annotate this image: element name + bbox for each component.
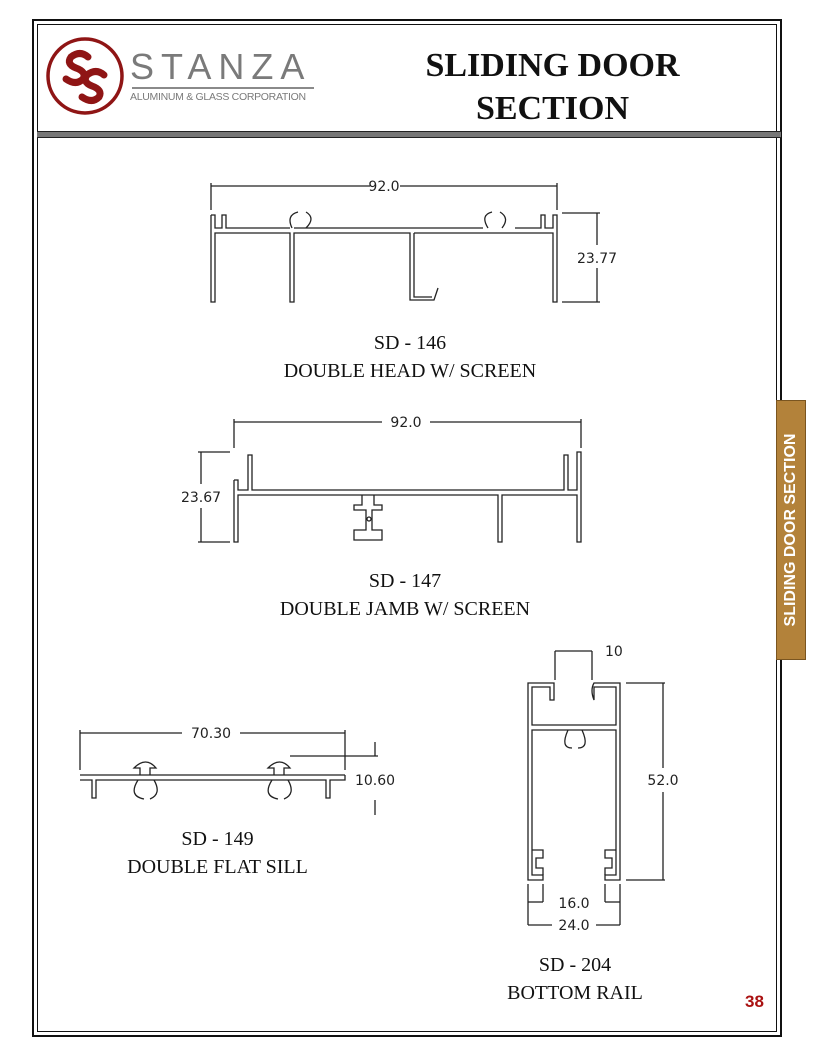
sd-149-name: DOUBLE FLAT SILL <box>127 856 308 878</box>
sd-149-height-dim: 10.60 <box>355 773 395 789</box>
page-title: SLIDING DOOR SECTION <box>380 44 725 130</box>
sd-204-slot-dim: 10 <box>605 644 623 660</box>
sd-149-width-dim: 70.30 <box>191 726 231 742</box>
sd-147-drawing: 92.0 23.67 <box>181 415 582 543</box>
logo-s-mark-1 <box>62 50 92 86</box>
sd-204-inner-dim: 16.0 <box>558 896 589 912</box>
section-side-tab[interactable]: SLIDING DOOR SECTION <box>776 400 806 660</box>
title-line-2: SECTION <box>475 90 630 127</box>
sd-149-caption: SD - 149 DOUBLE FLAT SILL <box>95 825 340 881</box>
sd-147-height-dim: 23.67 <box>181 490 221 506</box>
sd-204-width-dim: 24.0 <box>558 918 589 934</box>
sd-147-name: DOUBLE JAMB W/ SCREEN <box>279 598 531 620</box>
brand-subtitle: ALUMINUM & GLASS CORPORATION <box>130 91 306 103</box>
sd-146-height-dim: 23.77 <box>577 251 617 267</box>
brand-rule <box>132 87 314 89</box>
sd-204-name: BOTTOM RAIL <box>507 982 643 1004</box>
page-number: 38 <box>745 992 764 1011</box>
sd-149-drawing: 70.30 10.60 <box>79 726 395 815</box>
brand: STANZA ALUMINUM & GLASS CORPORATION <box>130 48 314 103</box>
sd-146-code: SD - 146 <box>373 332 447 354</box>
sd-204-code: SD - 204 <box>538 954 612 976</box>
title-line-1: SLIDING DOOR <box>425 47 680 84</box>
stanza-logo <box>46 37 124 115</box>
logo-s-mark-2 <box>78 68 108 104</box>
sd-204-drawing: 10 52.0 16.0 24.0 <box>527 644 679 934</box>
sd-146-drawing: 92.0 23.77 <box>210 179 617 303</box>
sd-146-width-dim: 92.0 <box>368 179 399 195</box>
sd-204-height-dim: 52.0 <box>647 773 678 789</box>
sd-147-code: SD - 147 <box>368 570 442 592</box>
sd-146-caption: SD - 146 DOUBLE HEAD W/ SCREEN <box>250 329 570 385</box>
brand-name: STANZA <box>130 46 312 87</box>
sd-149-code: SD - 149 <box>181 828 254 850</box>
header-divider <box>37 131 781 138</box>
sd-146-name: DOUBLE HEAD W/ SCREEN <box>283 360 537 382</box>
sd-147-caption: SD - 147 DOUBLE JAMB W/ SCREEN <box>240 567 570 623</box>
sd-147-width-dim: 92.0 <box>390 415 421 431</box>
sd-204-caption: SD - 204 BOTTOM RAIL <box>480 951 670 1007</box>
